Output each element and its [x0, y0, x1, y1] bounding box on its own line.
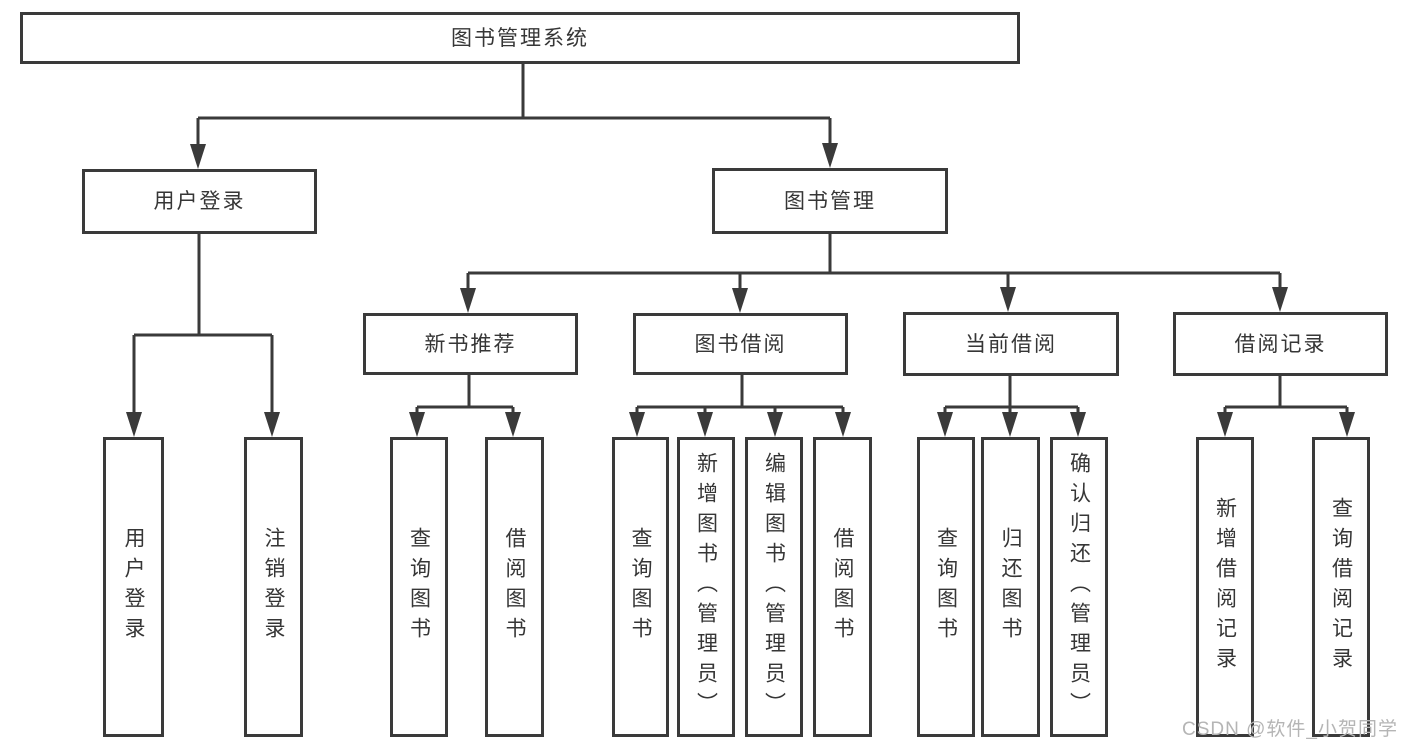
node-leaf-user-login: 用户登录: [103, 437, 164, 737]
node-leaf-query-books-recommend-label: 查询图书: [407, 527, 431, 647]
node-user-login-label: 用户登录: [153, 190, 246, 213]
node-current-borrowing: 当前借阅: [903, 312, 1119, 376]
node-leaf-query-borrow-record: 查询借阅记录: [1312, 437, 1370, 737]
node-leaf-query-books-current: 查询图书: [917, 437, 975, 737]
node-leaf-query-books-current-label: 查询图书: [934, 527, 958, 647]
node-leaf-query-borrow-record-label: 查询借阅记录: [1329, 497, 1353, 677]
node-leaf-edit-books-admin-label: 编辑图书（管理员）: [762, 452, 786, 722]
node-borrowing-records: 借阅记录: [1173, 312, 1388, 376]
node-leaf-return-books-label: 归还图书: [999, 527, 1022, 647]
node-book-borrowing: 图书借阅: [633, 313, 848, 375]
node-leaf-confirm-return-admin-label: 确认归还（管理员）: [1067, 452, 1091, 722]
node-leaf-edit-books-admin: 编辑图书（管理员）: [745, 437, 803, 737]
node-leaf-add-borrow-record-label: 新增借阅记录: [1213, 497, 1237, 677]
node-leaf-logout: 注销登录: [244, 437, 303, 737]
node-book-borrowing-label: 图书借阅: [694, 332, 787, 356]
node-book-management-label: 图书管理: [784, 189, 876, 213]
arrowhead-icons: [126, 143, 1355, 437]
node-leaf-add-books-admin: 新增图书（管理员）: [677, 437, 735, 737]
node-borrowing-records-label: 借阅记录: [1234, 332, 1327, 356]
node-new-book-recommend: 新书推荐: [363, 313, 578, 375]
node-book-management: 图书管理: [712, 168, 948, 234]
node-library-system-label: 图书管理系统: [451, 26, 589, 50]
node-leaf-borrow-books-recommend-label: 借阅图书: [503, 527, 526, 647]
node-leaf-logout-label: 注销登录: [262, 527, 285, 647]
node-leaf-query-books-borrowing: 查询图书: [612, 437, 669, 737]
node-leaf-query-books-borrowing-label: 查询图书: [629, 527, 652, 647]
node-leaf-borrow-books-borrowing: 借阅图书: [813, 437, 872, 737]
node-leaf-add-books-admin-label: 新增图书（管理员）: [694, 452, 718, 722]
node-library-system: 图书管理系统: [20, 12, 1020, 64]
node-leaf-query-books-recommend: 查询图书: [390, 437, 448, 737]
node-leaf-borrow-books-borrowing-label: 借阅图书: [831, 527, 854, 647]
node-leaf-add-borrow-record: 新增借阅记录: [1196, 437, 1254, 737]
node-leaf-confirm-return-admin: 确认归还（管理员）: [1050, 437, 1108, 737]
node-leaf-return-books: 归还图书: [981, 437, 1040, 737]
node-current-borrowing-label: 当前借阅: [965, 332, 1057, 356]
csdn-watermark: CSDN @软件_小贺同学: [1182, 719, 1398, 740]
node-user-login: 用户登录: [82, 169, 317, 234]
node-new-book-recommend-label: 新书推荐: [424, 332, 517, 356]
node-leaf-borrow-books-recommend: 借阅图书: [485, 437, 544, 737]
node-leaf-user-login-label: 用户登录: [122, 527, 145, 647]
